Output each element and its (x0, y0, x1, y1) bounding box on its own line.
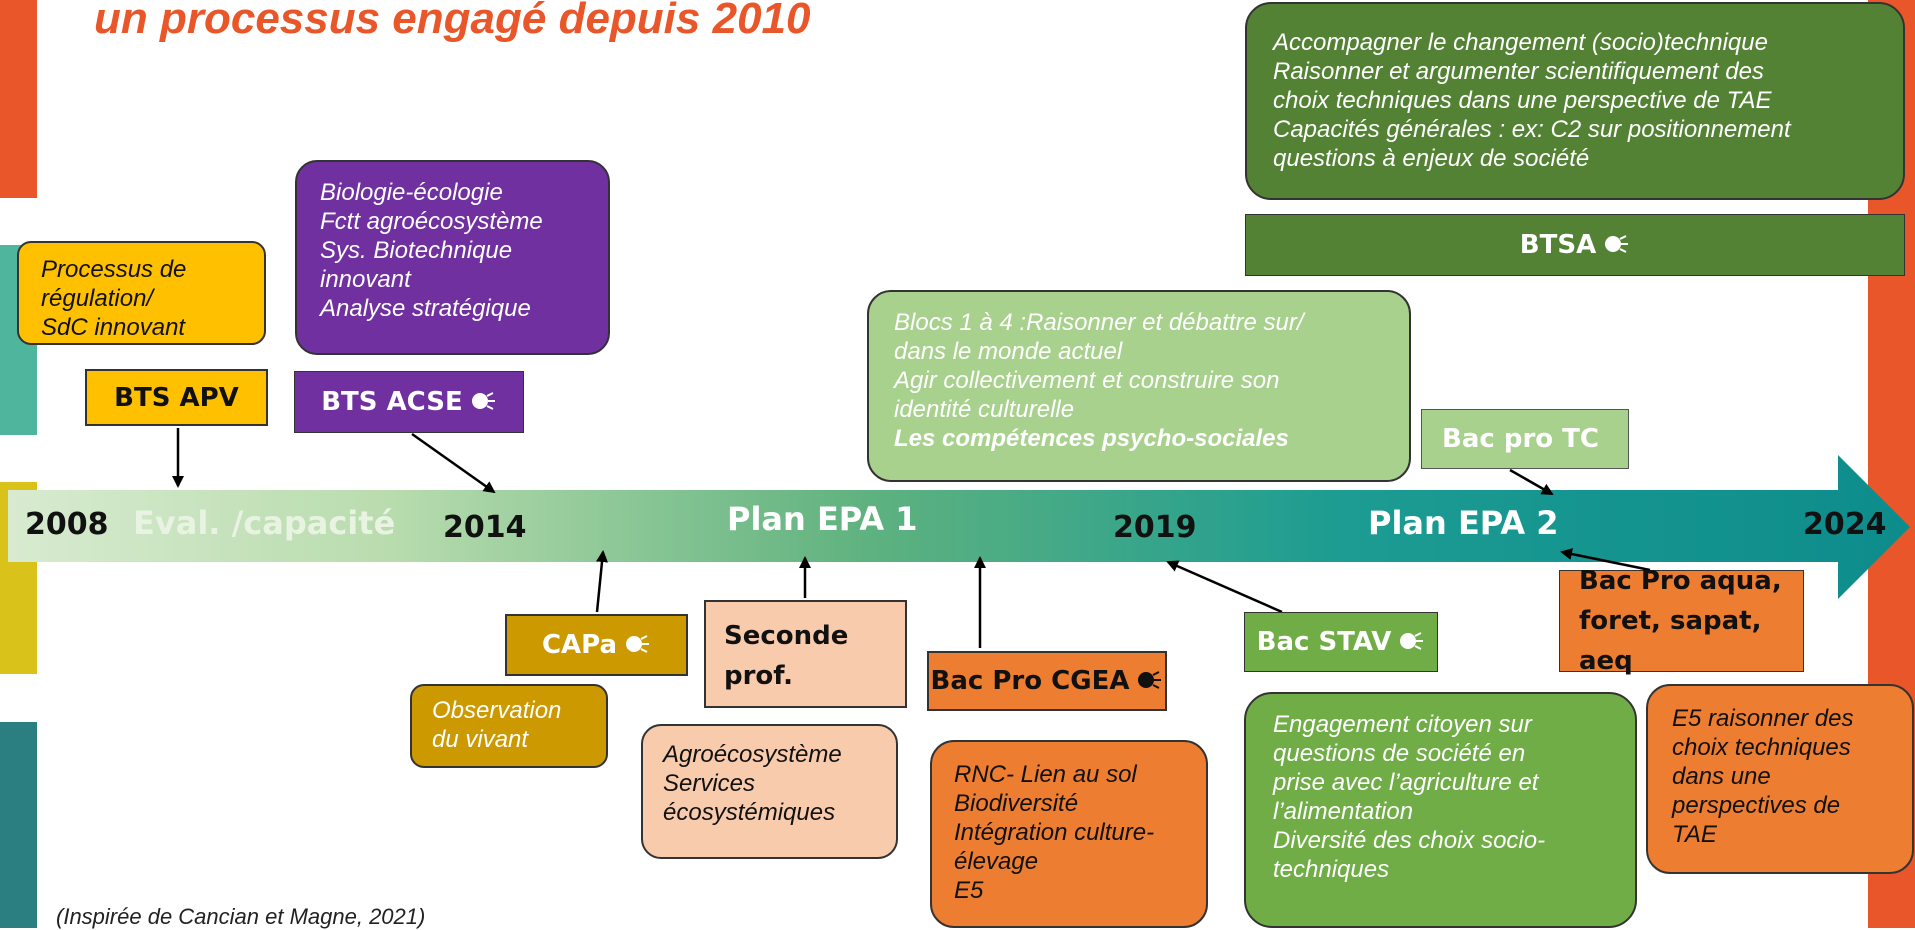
label-bac-pro-aqua: Bac Pro aqua, foret, sapat, aeq (1559, 566, 1804, 676)
timeline-label-plan1: Plan EPA 1 (727, 500, 918, 538)
year-2014: 2014 (443, 510, 527, 545)
label-bac-pro-cgea: Bac Pro CGEA (927, 651, 1167, 711)
note-tc: Blocs 1 à 4 :Raisonner et débattre sur/ … (867, 290, 1411, 482)
label-bac-stav: Bac STAV (1244, 612, 1438, 672)
left-bar-orange (0, 0, 37, 198)
timeline-label-eval: Eval. /capacité (133, 504, 396, 542)
left-bar-darkteal (0, 722, 37, 928)
label-bts-apv: BTS APV (85, 369, 268, 426)
note-acse: Biologie-écologie Fctt agroécosystème Sy… (295, 160, 610, 355)
speaking-head-icon (1400, 632, 1424, 650)
page-title: un processus engagé depuis 2010 (94, 0, 811, 43)
speaking-head-icon (1138, 671, 1162, 689)
arrow-tc (1509, 468, 1554, 496)
label-bts-acse: BTS ACSE (294, 371, 524, 433)
note-apv: Processus de régulation/ SdC innovant (17, 241, 266, 345)
arrow-acse (411, 432, 496, 494)
year-2024: 2024 (1803, 507, 1887, 542)
note-stav: Engagement citoyen sur questions de soci… (1244, 692, 1637, 928)
year-2008: 2008 (25, 507, 109, 542)
note-capa: Observation du vivant (410, 684, 608, 768)
speaking-head-icon (1605, 235, 1629, 253)
arrow-stav (1166, 560, 1283, 614)
label-capa: CAPa (505, 614, 688, 676)
speaking-head-icon (626, 635, 650, 653)
year-2019: 2019 (1113, 510, 1197, 545)
arrow-aqua (1560, 548, 1651, 572)
label-seconde-prof: Seconde prof. (704, 600, 907, 708)
note-cgea: RNC- Lien au sol Biodiversité Intégratio… (930, 740, 1208, 928)
note-seconde: Agroécosystème Services écosystémiques (641, 724, 898, 859)
arrow-capa (595, 550, 608, 613)
timeline-label-plan2: Plan EPA 2 (1368, 504, 1559, 542)
label-btsa: BTSA (1245, 214, 1905, 276)
source-note: (Inspirée de Cancian et Magne, 2021) (56, 904, 426, 929)
note-aqua: E5 raisonner des choix techniques dans u… (1646, 684, 1914, 874)
speaking-head-icon (471, 392, 495, 410)
label-bac-pro-tc: Bac pro TC (1421, 409, 1629, 469)
note-btsa: Accompagner le changement (socio)techniq… (1245, 2, 1905, 200)
